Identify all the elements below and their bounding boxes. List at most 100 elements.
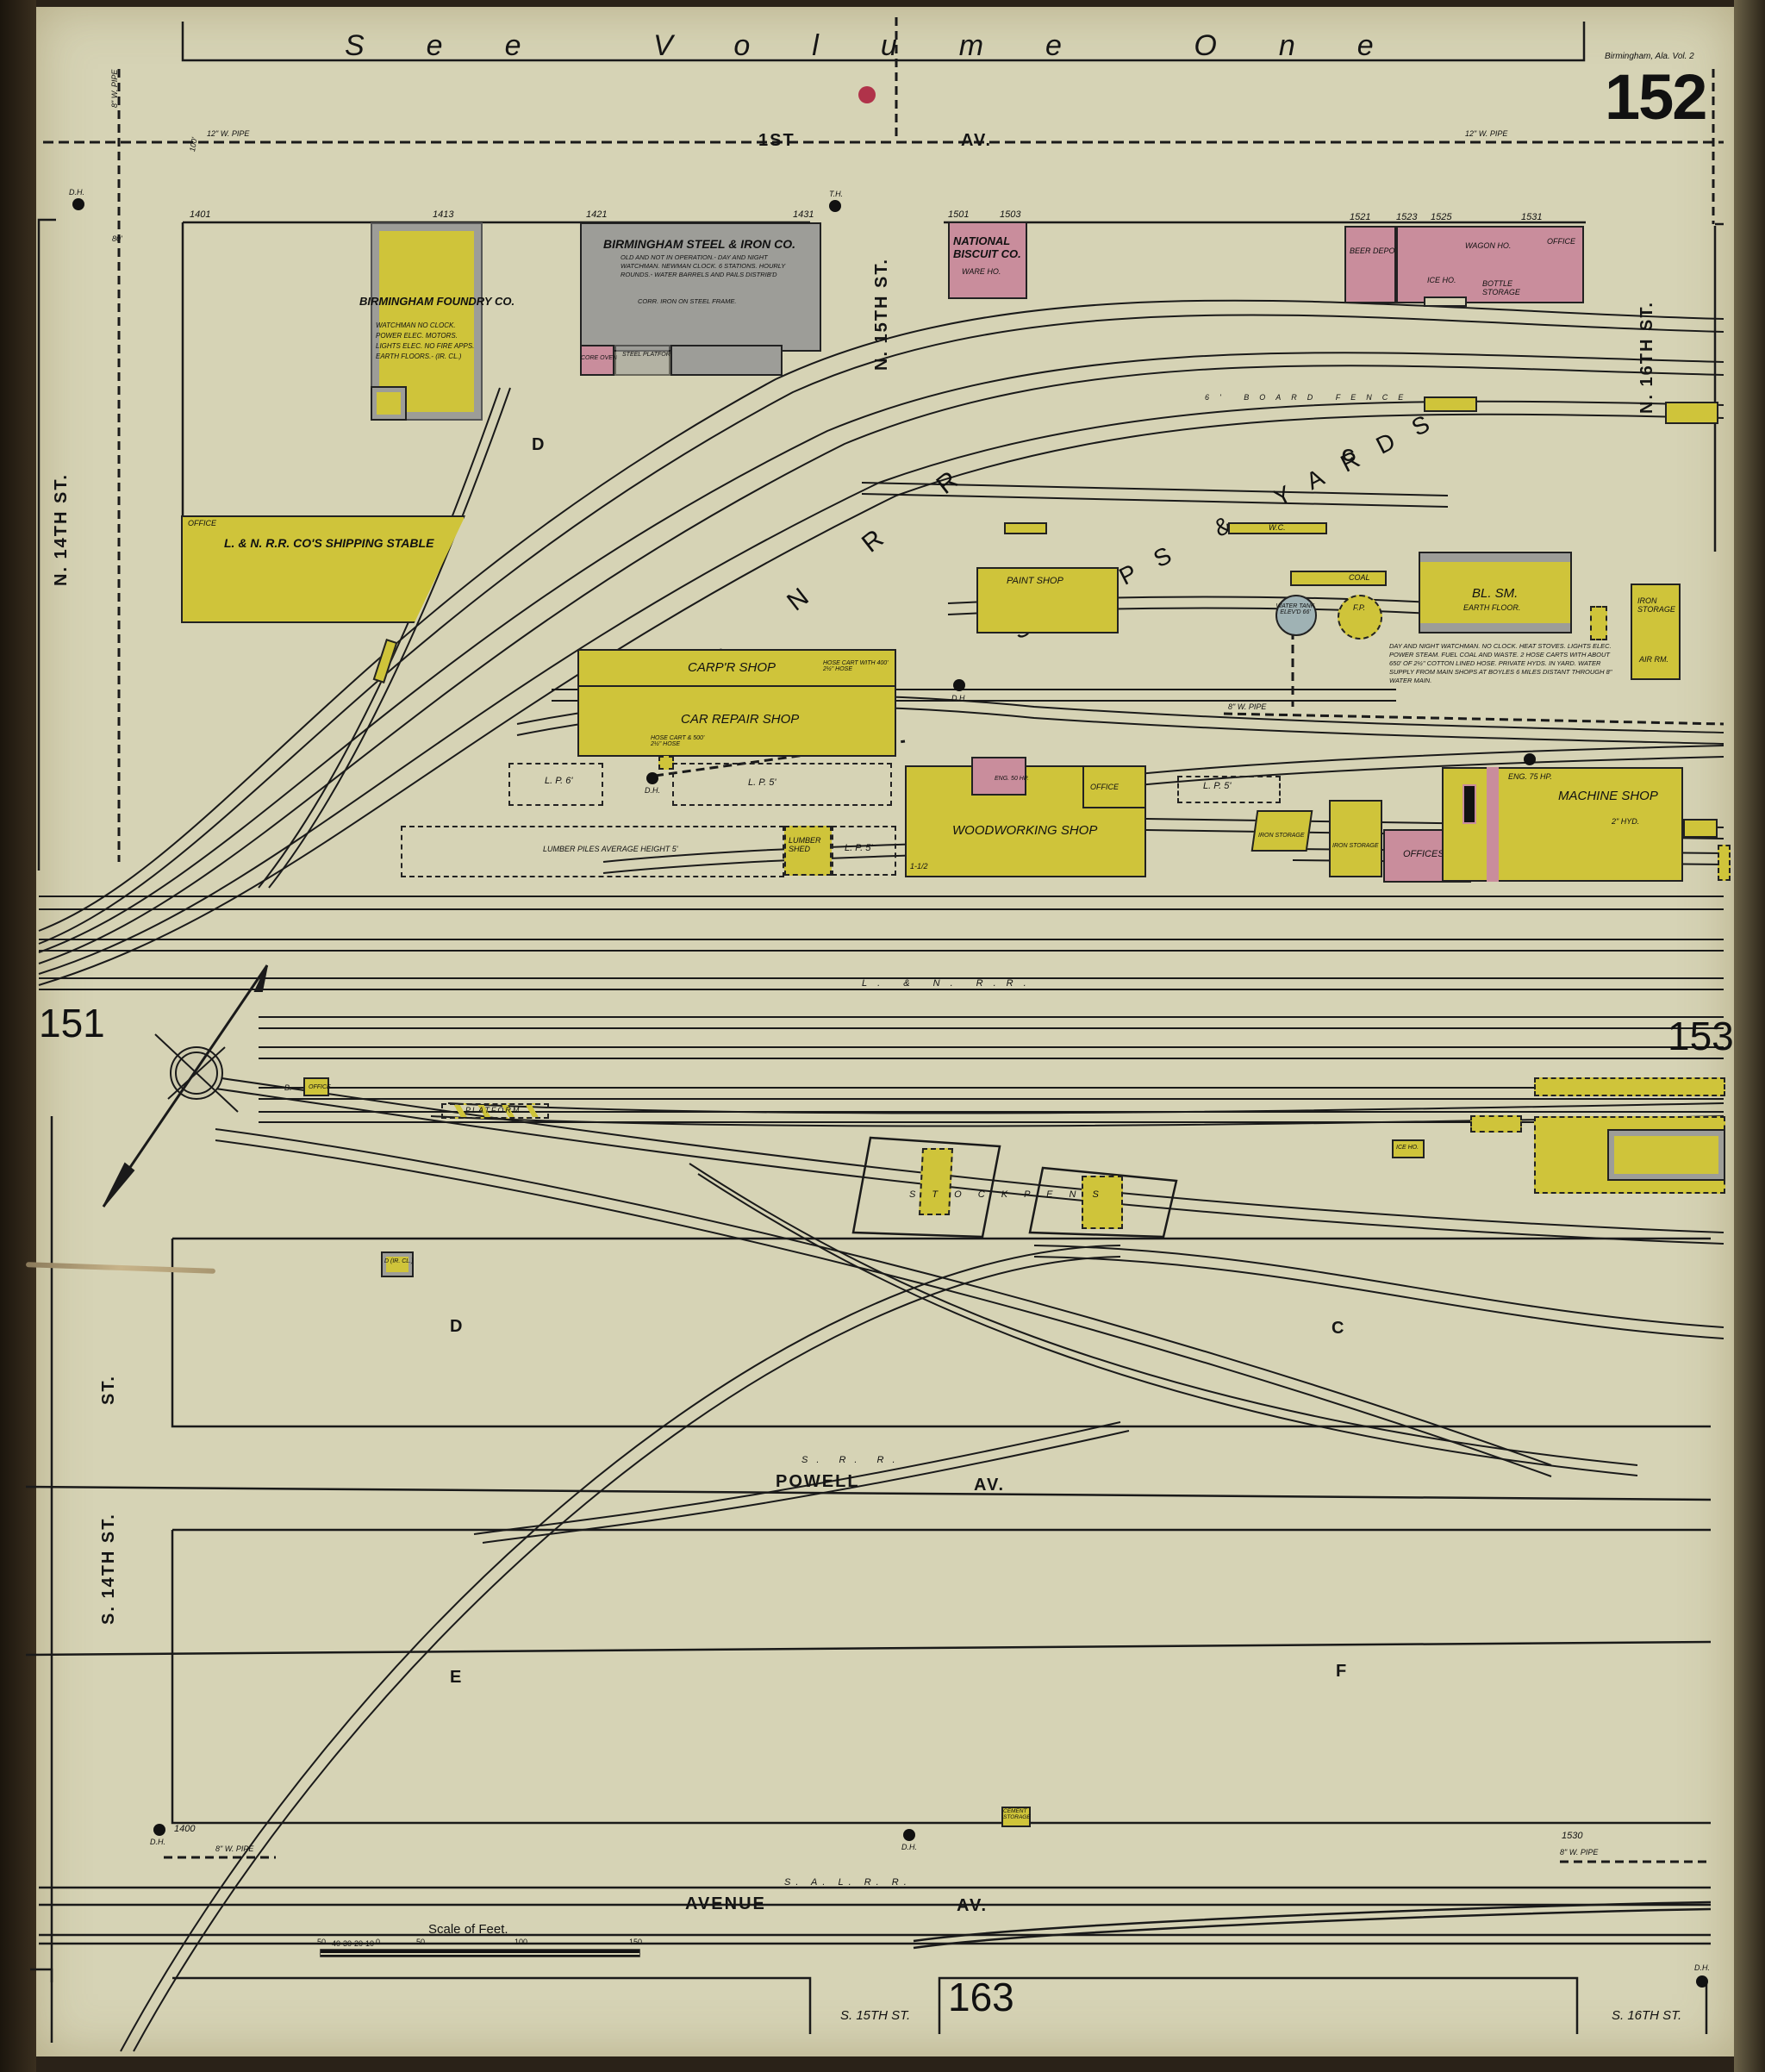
address-1413: 1413 xyxy=(433,209,454,220)
building-b-office[interactable] xyxy=(303,1077,329,1096)
hydrant-icon xyxy=(153,1824,165,1836)
building-lumber-shed[interactable] xyxy=(784,826,832,876)
platform-lower[interactable] xyxy=(441,1103,549,1119)
street-n16th: N. 16TH ST. xyxy=(1637,301,1656,414)
stock-pen-shed[interactable] xyxy=(918,1148,954,1215)
rail-label-lnrr: L. & N. R.R. xyxy=(862,978,1037,989)
fire-station-icon xyxy=(858,86,876,103)
building-car-repair[interactable] xyxy=(577,649,896,757)
cement-storage-label: CEMENT STORAGE xyxy=(1003,1808,1031,1820)
building-ice-ho-lower[interactable] xyxy=(1392,1139,1425,1158)
scale-tick: 50 xyxy=(317,1938,327,1946)
block-letter-d-lower: D xyxy=(450,1317,465,1336)
stock-pen-shed[interactable] xyxy=(1082,1176,1123,1229)
coal-label: COAL xyxy=(1349,573,1370,582)
carp-shop-label: CARP'R SHOP xyxy=(688,660,776,675)
adjacent-page-right[interactable]: 153 xyxy=(1668,1014,1734,1058)
paint-shop-label: PAINT SHOP xyxy=(1007,576,1063,586)
b-office-label: OFFICE xyxy=(309,1084,331,1090)
platform-lower-label: PLATFORM xyxy=(465,1106,521,1114)
lumber-pile[interactable] xyxy=(508,763,603,806)
building-core-oven[interactable] xyxy=(580,345,614,376)
woodworking-stories: 1-1/2 xyxy=(910,862,928,871)
scale-tick: 100 xyxy=(515,1938,528,1946)
long-shed[interactable] xyxy=(1534,1077,1725,1096)
air-room-label: AIR RM. xyxy=(1639,655,1669,664)
scale-tick: 0 xyxy=(376,1938,381,1946)
foundry-notes: WATCHMAN NO CLOCK. POWER ELEC. MOTORS. L… xyxy=(376,321,475,360)
street-s16th: S. 16TH ST. xyxy=(1612,2008,1682,2023)
hydrant-icon xyxy=(903,1829,915,1841)
address-1431: 1431 xyxy=(793,209,814,220)
lp5b-label: L. P. 5' xyxy=(845,843,873,853)
building-blacksmith[interactable] xyxy=(1419,552,1572,633)
small-shed[interactable] xyxy=(1718,845,1731,881)
building-shipping-stable[interactable] xyxy=(181,515,465,623)
building-iron-storage-right[interactable] xyxy=(1631,584,1681,680)
woodworking-office[interactable] xyxy=(1082,765,1146,808)
core-oven-label: CORE OVEN xyxy=(581,355,618,361)
steel-iron-notes: OLD AND NOT IN OPERATION.- DAY AND NIGHT… xyxy=(621,253,786,278)
building-coal[interactable] xyxy=(1290,571,1387,586)
address-1531: 1531 xyxy=(1521,212,1543,222)
building-cement-storage[interactable] xyxy=(1001,1807,1031,1827)
building-iron-storage-1[interactable] xyxy=(1250,810,1313,852)
woodworking-eng: ENG. 50 HP. xyxy=(995,776,1029,782)
pipe-label-8-mid: 8" W. PIPE xyxy=(1228,702,1267,711)
building-wagon-house[interactable] xyxy=(1396,226,1584,303)
scale-bar xyxy=(320,1949,640,1957)
address-1525: 1525 xyxy=(1431,212,1452,222)
building-iron-storage-2[interactable] xyxy=(1329,800,1382,877)
biscuit-sub: WARE HO. xyxy=(962,267,1001,276)
woodworking-office-label: OFFICE xyxy=(1090,783,1119,791)
carp-shop-note: HOSE CART WITH 400' 2½" HOSE xyxy=(823,660,889,672)
address-1501: 1501 xyxy=(948,209,970,220)
adjacent-page-left[interactable]: 151 xyxy=(39,1001,105,1045)
hydrant-label: D.H. xyxy=(951,694,967,702)
building-machine-shop[interactable] xyxy=(1442,767,1683,882)
beer-depot-label: BEER DEPOT xyxy=(1350,247,1400,255)
building-steel-annex[interactable] xyxy=(670,345,783,376)
water-tank-label: WATER TANK ELEV'D 66' xyxy=(1275,603,1315,615)
shipping-stable-name: L. & N. R.R. CO'S SHIPPING STABLE xyxy=(224,536,434,550)
lumber-pile[interactable] xyxy=(672,763,892,806)
building-beer-depot[interactable] xyxy=(1344,226,1396,303)
lumber-pile[interactable] xyxy=(1177,776,1281,803)
yard-shed[interactable] xyxy=(1004,522,1047,534)
map-sheet xyxy=(36,7,1734,2056)
yard-shed-far-right[interactable] xyxy=(1665,402,1718,424)
fire-pump[interactable] xyxy=(1338,595,1382,640)
lumber-pile[interactable] xyxy=(832,826,896,876)
shipping-stable-office: OFFICE xyxy=(188,519,216,527)
adjacent-page-bottom[interactable]: 163 xyxy=(948,1975,1014,2019)
building-d-small[interactable] xyxy=(381,1251,414,1277)
machine-shop-eng: ENG. 75 HP. xyxy=(1508,772,1552,781)
car-repair-note: HOSE CART & 500' 2½" HOSE xyxy=(651,735,705,747)
d-small-label: D (IR. CL.) xyxy=(384,1258,414,1264)
building-biscuit[interactable] xyxy=(948,222,1027,299)
stock-pens-label: S T O C K P E N S xyxy=(909,1189,1106,1200)
yard-shed-right[interactable] xyxy=(1424,396,1477,412)
steel-platform[interactable] xyxy=(614,345,670,376)
building-steel-iron[interactable] xyxy=(580,222,821,352)
street-avenue: AVENUE xyxy=(685,1894,766,1913)
pipe-label-8-bottom: 8" W. PIPE xyxy=(1560,1848,1599,1857)
block-letter-c-lower: C xyxy=(1332,1319,1346,1338)
small-shed[interactable] xyxy=(1470,1115,1522,1133)
yard-shed-wc[interactable] xyxy=(1228,522,1327,534)
rail-label-salrr: S. A. L. R. R. xyxy=(784,1877,912,1888)
pipe-label-12-left: 12" W. PIPE xyxy=(207,129,250,138)
water-tank[interactable] xyxy=(1275,595,1317,636)
lp5a-label: L. P. 5' xyxy=(748,777,776,788)
divider xyxy=(579,685,895,687)
engine-room[interactable] xyxy=(971,757,1026,796)
building-lower-right-inner[interactable] xyxy=(1607,1129,1725,1181)
iron-storage-2-label: IRON STORAGE xyxy=(1332,843,1379,849)
machine-shop-annex[interactable] xyxy=(1683,819,1718,838)
lumber-piles-area[interactable] xyxy=(401,826,784,877)
building-cupola[interactable] xyxy=(371,386,407,421)
small-shed[interactable] xyxy=(1590,606,1607,640)
biscuit-name: NATIONAL BISCUIT CO. xyxy=(953,234,1021,260)
building-paint-shop[interactable] xyxy=(976,567,1119,633)
